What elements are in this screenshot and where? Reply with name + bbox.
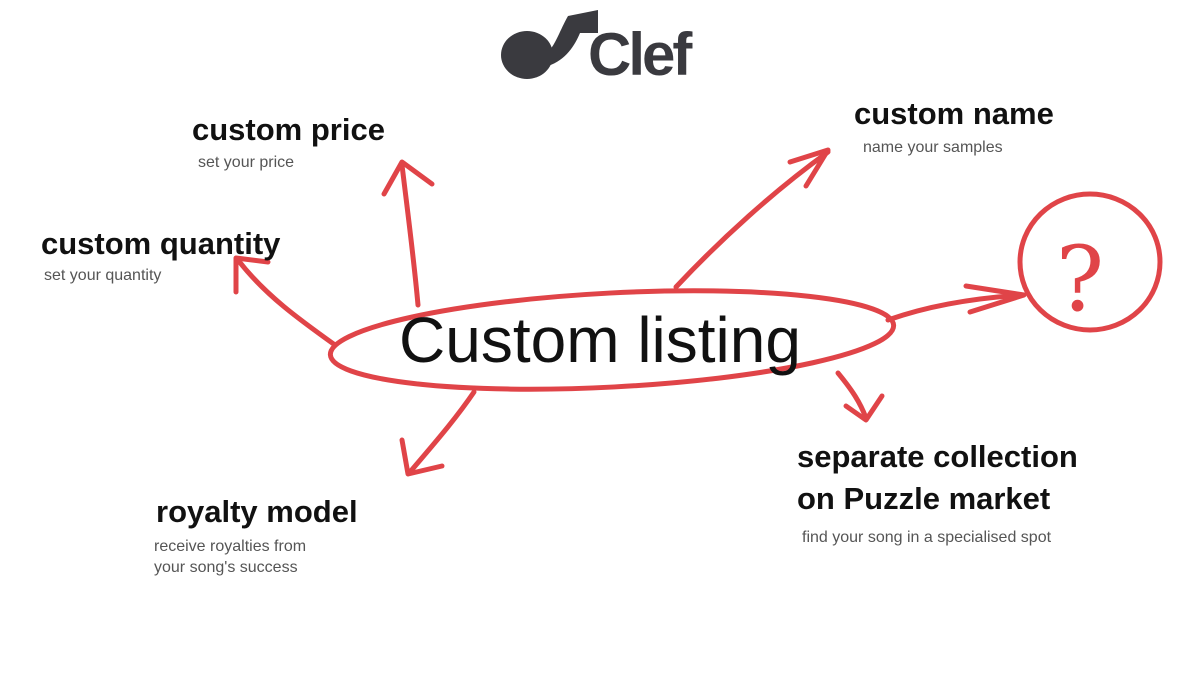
separate-collection-subtitle: find your song in a specialised spot bbox=[802, 529, 1052, 546]
royalty-model-subtitle-line-1: receive royalties from bbox=[154, 538, 307, 555]
clef-logo-mark bbox=[501, 10, 598, 79]
royalty-model-subtitle-line-2: your song's success bbox=[154, 559, 298, 576]
question-symbol: ? bbox=[1056, 227, 1104, 332]
separate-collection-title-line-1: separate collection bbox=[797, 439, 1078, 474]
custom-name-subtitle: name your samples bbox=[863, 139, 1003, 156]
arrow-custom-price bbox=[399, 162, 421, 308]
custom-name-title: custom name bbox=[854, 96, 1054, 131]
arrow-question bbox=[885, 292, 1025, 323]
custom-price-subtitle: set your price bbox=[198, 154, 295, 171]
custom-quantity-title: custom quantity bbox=[41, 226, 281, 261]
arrow-custom-quantity bbox=[235, 257, 338, 348]
question-circle bbox=[1017, 191, 1163, 333]
center-node-label: Custom listing bbox=[399, 304, 801, 376]
arrow-royalty-model bbox=[407, 389, 477, 475]
custom-quantity-subtitle: set your quantity bbox=[44, 267, 162, 284]
separate-collection-title-line-2: on Puzzle market bbox=[797, 481, 1051, 516]
arrow-separate-collection bbox=[835, 370, 869, 421]
arrow-custom-name bbox=[673, 149, 831, 290]
center-ellipse bbox=[327, 288, 897, 392]
clef-logo-text: Clef bbox=[588, 21, 692, 88]
custom-price-title: custom price bbox=[192, 112, 385, 147]
royalty-model-title: royalty model bbox=[156, 494, 358, 529]
